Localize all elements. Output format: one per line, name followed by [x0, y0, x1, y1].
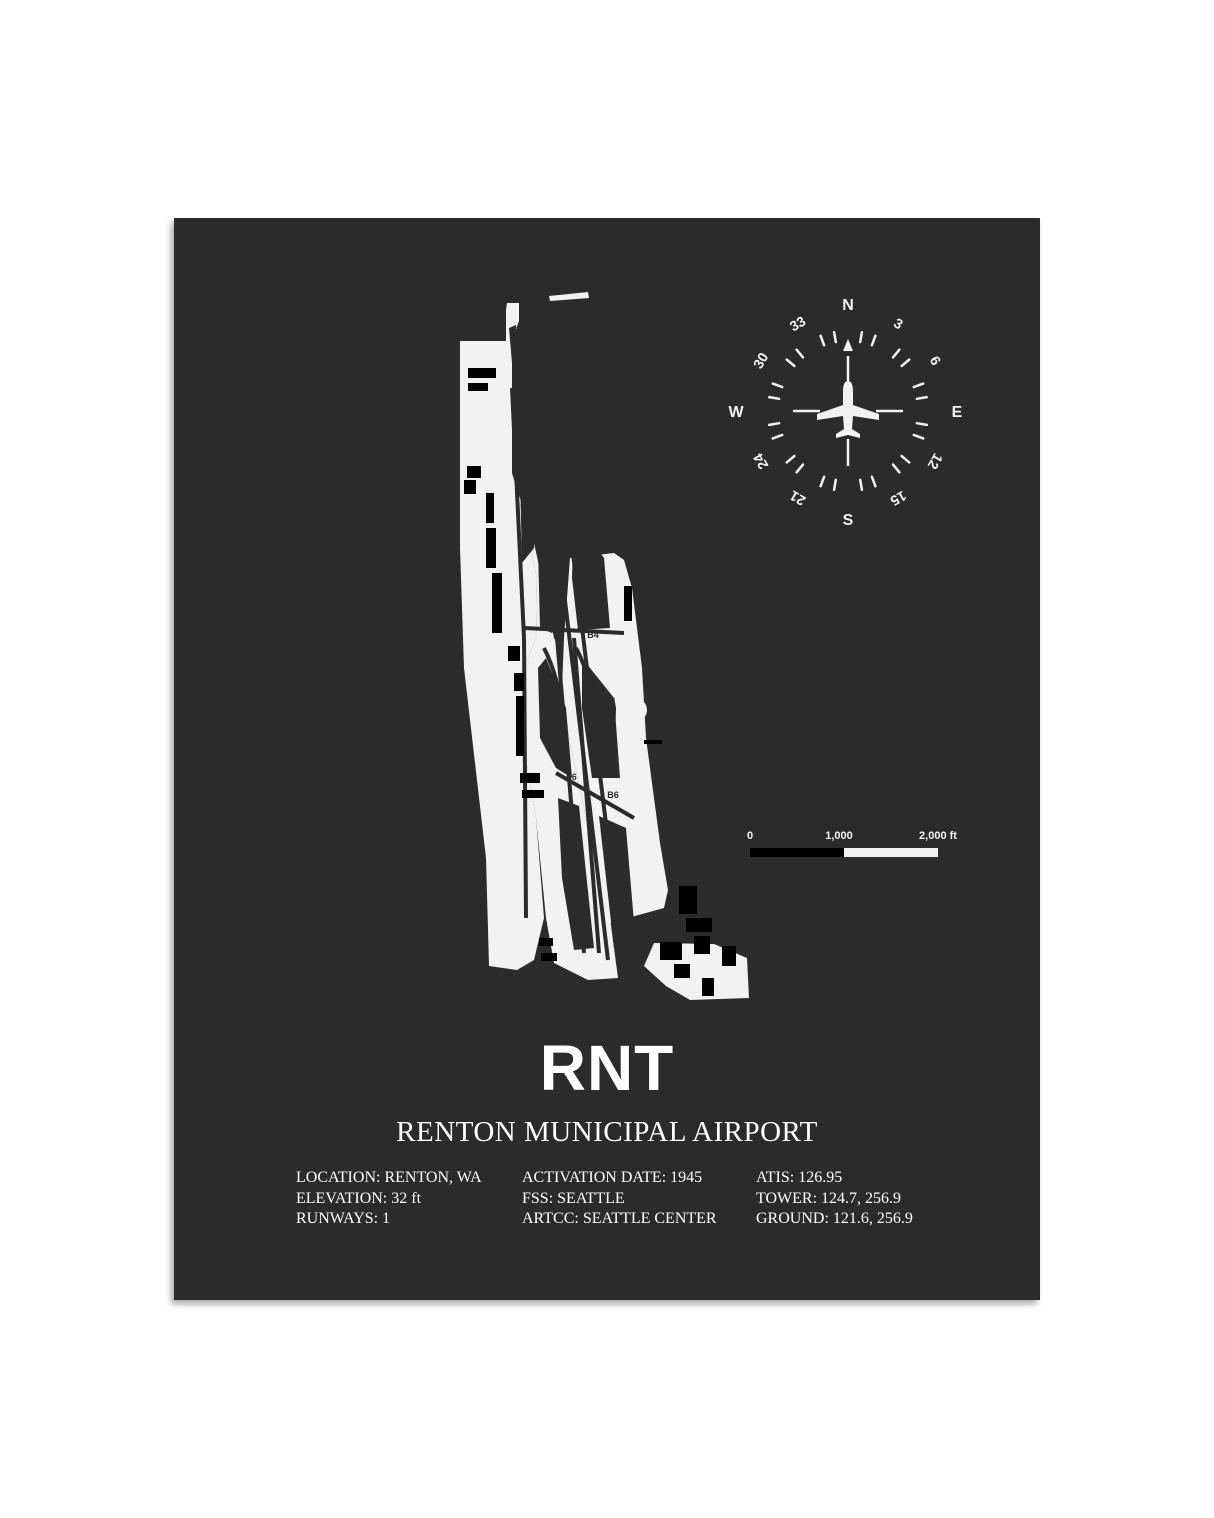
- taxiway-label-a: A: [524, 456, 531, 466]
- compass-tick: [832, 330, 838, 344]
- compass-tick: [771, 433, 784, 440]
- compass-tick: [767, 421, 781, 427]
- buildings: [464, 368, 736, 996]
- taxiway-label-b4: B4: [587, 630, 599, 640]
- compass-heading-12: 12: [925, 451, 947, 473]
- compass-south-label: S: [843, 512, 854, 529]
- compass-east-label: E: [952, 404, 963, 421]
- compass-tick: [891, 463, 901, 474]
- infield-panels: [509, 325, 636, 950]
- compass-tick: [891, 348, 901, 359]
- info-runways: RUNWAYS: 1: [296, 1210, 391, 1227]
- airport-poster: 16/34 A1 A2 A A3 B3 A4 B4 A5 B5 B A6 B6 …: [174, 218, 1040, 1300]
- taxiway-label-a4: A4: [545, 623, 557, 633]
- scale-bar-dark-segment: [750, 848, 844, 857]
- scale-label-2000: 2,000 ft: [919, 830, 957, 842]
- compass-rose: N E S W 3 6 12 15 21 24 30 33: [728, 297, 962, 529]
- airport-name: RENTON MUNICIPAL AIRPORT: [396, 1116, 818, 1148]
- compass-heading-21: 21: [787, 488, 809, 510]
- info-atis: ATIS: 126.95: [756, 1169, 843, 1186]
- info-ground: GROUND: 121.6, 256.9: [756, 1210, 913, 1227]
- compass-tick: [870, 334, 877, 347]
- taxiway-label-a7: A7: [581, 938, 593, 948]
- info-elevation: ELEVATION: 32 ft: [296, 1189, 422, 1207]
- compass-tick: [785, 454, 796, 464]
- compass-tick: [795, 463, 805, 474]
- compass-heading-30: 30: [750, 350, 772, 372]
- taxiway-label-b: B: [609, 739, 616, 749]
- compass-tick: [858, 330, 864, 344]
- taxiway-label-b6: B6: [607, 790, 619, 800]
- info-activation-date: ACTIVATION DATE: 1945: [522, 1169, 703, 1186]
- compass-tick: [912, 433, 925, 440]
- compass-tick: [912, 382, 925, 389]
- info-artcc: ARTCC: SEATTLE CENTER: [522, 1210, 717, 1227]
- airport-ground: [460, 292, 749, 1000]
- airplane-icon: [817, 381, 879, 438]
- compass-tick: [900, 454, 911, 464]
- taxiway-label-b5: B5: [599, 702, 611, 712]
- scale-bar: 0 1,000 2,000 ft: [747, 830, 957, 857]
- compass-west-label: W: [728, 404, 744, 421]
- taxiway-label-b3: B3: [586, 509, 598, 519]
- compass-tick: [767, 395, 781, 401]
- compass-tick: [915, 395, 929, 401]
- scale-bar-light-segment: [844, 848, 938, 857]
- compass-tick: [819, 475, 826, 488]
- taxiway-label-a3: A3: [532, 506, 544, 516]
- compass-tick: [819, 334, 826, 347]
- compass-heading-6: 6: [927, 353, 945, 368]
- compass-tick: [870, 475, 877, 488]
- compass-heading-33: 33: [787, 313, 809, 335]
- compass-heading-3: 3: [891, 315, 906, 333]
- scale-label-1000: 1,000: [825, 830, 853, 842]
- info-fss: FSS: SEATTLE: [522, 1189, 625, 1207]
- compass-north-label: N: [842, 297, 854, 314]
- airport-code: RNT: [539, 1032, 675, 1104]
- compass-tick: [795, 348, 805, 359]
- info-column-2: ACTIVATION DATE: 1945 FSS: SEATTLE ARTCC…: [522, 1168, 717, 1230]
- compass-tick: [832, 478, 838, 492]
- taxiway-label-a6: A6: [565, 772, 577, 782]
- airport-diagram: 16/34 A1 A2 A A3 B3 A4 B4 A5 B5 B A6 B6 …: [460, 292, 963, 1000]
- info-column-3: ATIS: 126.95 TOWER: 124.7, 256.9 GROUND:…: [756, 1168, 913, 1230]
- compass-tick: [915, 421, 929, 427]
- compass-tick: [900, 358, 911, 368]
- compass-tick: [771, 382, 784, 389]
- taxiway-label-a2: A2: [523, 389, 535, 399]
- compass-tick: [858, 478, 864, 492]
- compass-heading-15: 15: [888, 488, 910, 510]
- info-tower: TOWER: 124.7, 256.9: [756, 1189, 902, 1207]
- info-column-1: LOCATION: RENTON, WA ELEVATION: 32 ft RU…: [296, 1168, 482, 1230]
- taxiway-label-b7: B7: [616, 934, 628, 944]
- info-location: LOCATION: RENTON, WA: [296, 1169, 482, 1186]
- north-pointer-icon: [843, 339, 853, 351]
- scale-label-0: 0: [747, 830, 753, 842]
- taxiway-label-a1: A1: [516, 320, 528, 330]
- compass-tick: [785, 358, 796, 368]
- taxiway-label-a5: A5: [552, 708, 564, 718]
- compass-heading-24: 24: [750, 451, 772, 473]
